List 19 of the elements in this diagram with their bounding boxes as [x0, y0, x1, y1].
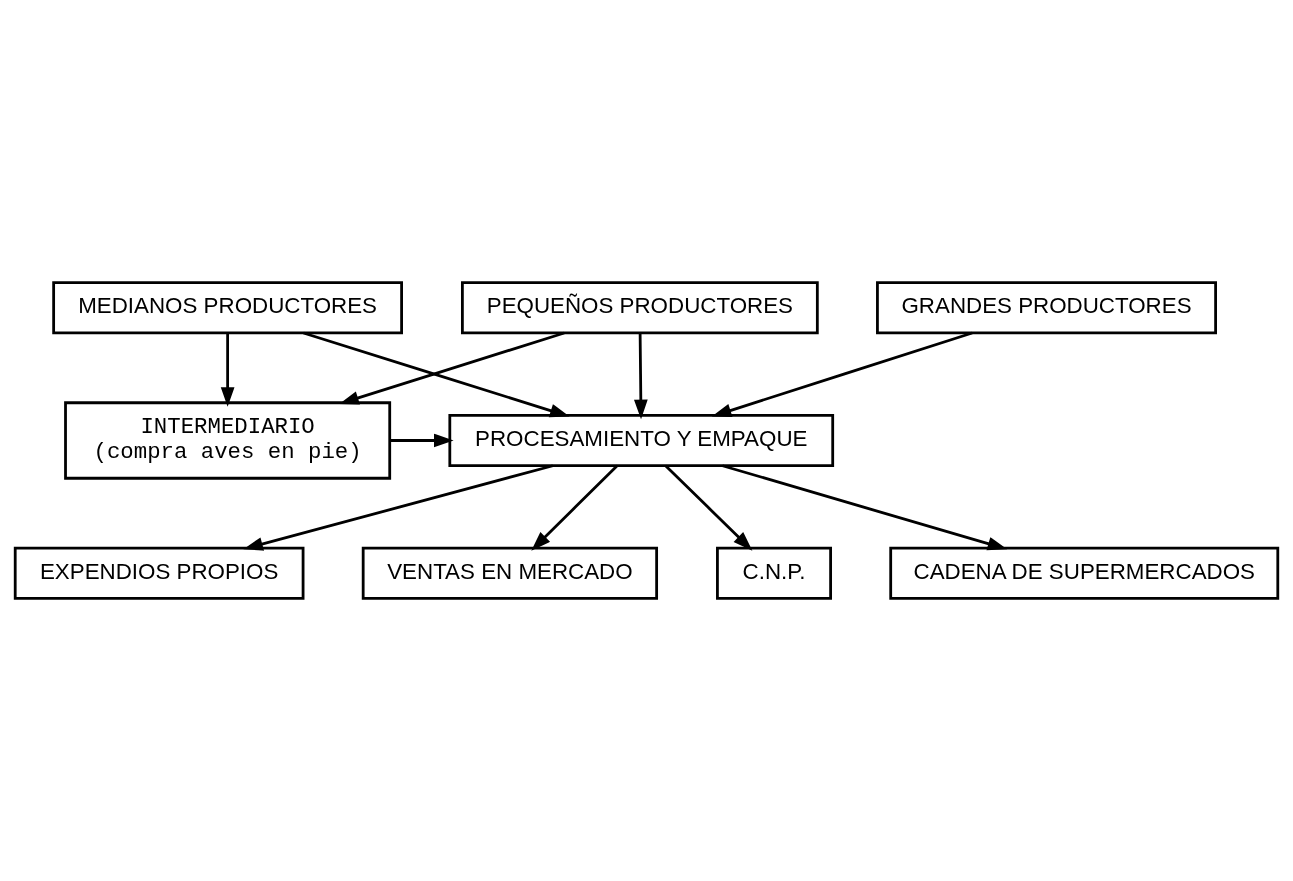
node-box: C.N.P. — [716, 546, 832, 600]
node-box: VENTAS EN MERCADO — [361, 546, 659, 600]
node-box: EXPENDIOS PROPIOS — [13, 546, 305, 600]
arrow — [531, 464, 619, 551]
node-box: MEDIANOS PRODUCTORES — [52, 281, 403, 335]
arrow — [722, 464, 1008, 551]
arrow — [664, 464, 753, 551]
node-box: CADENA DE SUPERMERCADOS — [889, 546, 1280, 600]
arrow — [339, 331, 565, 405]
arrow — [220, 333, 235, 407]
arrow — [303, 331, 570, 418]
arrow — [390, 433, 454, 448]
arrow — [243, 464, 554, 551]
arrow — [711, 331, 973, 418]
node-box: PEQUEÑOS PRODUCTORES — [461, 281, 819, 335]
node-box: GRANDES PRODUCTORES — [876, 281, 1217, 335]
node-box: INTERMEDIARIO (compra aves en pie) — [64, 401, 392, 480]
node-box: PROCESAMIENTO Y EMPAQUE — [448, 413, 835, 468]
arrow — [634, 332, 648, 420]
